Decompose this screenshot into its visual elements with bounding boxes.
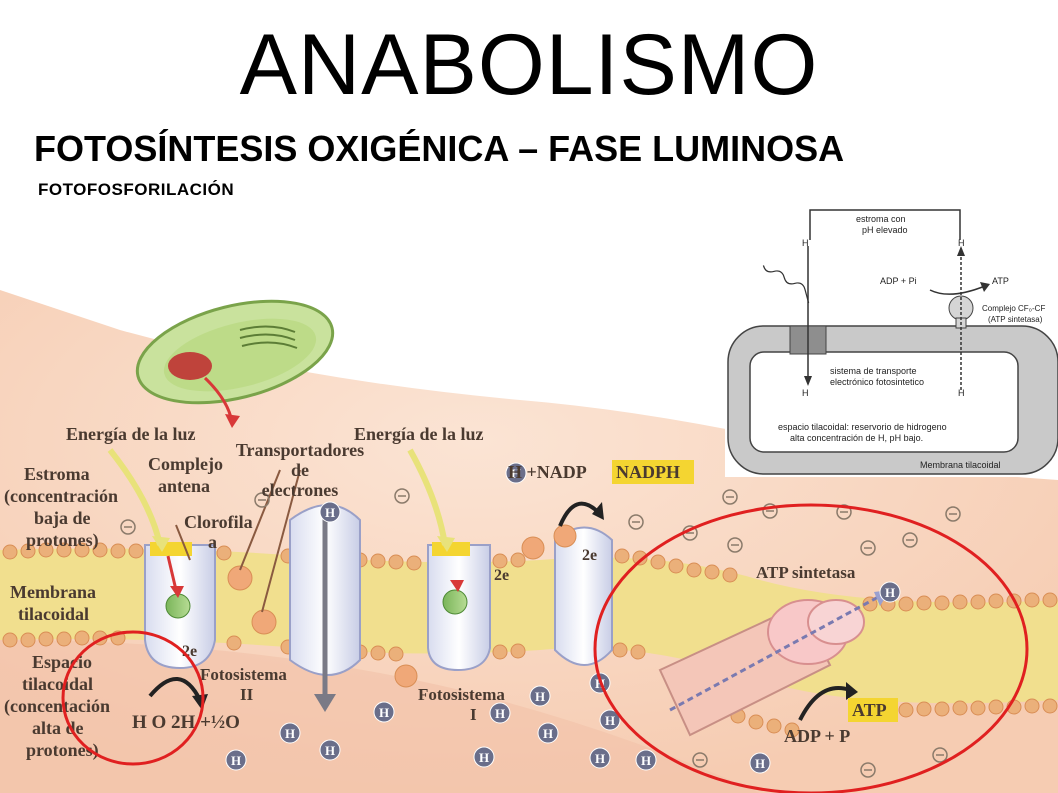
- svg-text:H: H: [802, 388, 809, 398]
- svg-text:a: a: [208, 532, 217, 552]
- highlight-circle-atp-synthase: [593, 503, 1029, 793]
- svg-text:Transportadores: Transportadores: [236, 440, 364, 460]
- svg-text:(concentración: (concentración: [4, 486, 118, 507]
- light-arrow-2: [407, 448, 455, 552]
- page-subtitle: FOTOSÍNTESIS OXIGÉNICA – FASE LUMINOSA: [34, 128, 845, 169]
- svg-text:tilacoidal: tilacoidal: [18, 604, 89, 624]
- svg-text:Fotosistema: Fotosistema: [200, 665, 287, 684]
- minus-charge-lines: [124, 495, 957, 771]
- svg-text:de: de: [291, 460, 309, 480]
- svg-text:tilacoidal: tilacoidal: [22, 674, 93, 694]
- label-energia-luz-1: Energía de la luz: [66, 424, 196, 444]
- label-water-split: H O 2H +½O: [132, 712, 240, 733]
- label-2e-ps1: 2e: [494, 567, 509, 584]
- svg-text:estroma con: estroma con: [856, 214, 906, 224]
- atp-highlight: [848, 698, 898, 722]
- photosystem-i: [394, 542, 491, 688]
- label-atp: ATP: [852, 700, 887, 720]
- lipid-heads-top: [2, 542, 1058, 612]
- svg-text:baja de: baja de: [34, 508, 91, 528]
- svg-text:(concentación: (concentación: [4, 696, 110, 717]
- svg-text:H: H: [802, 238, 809, 248]
- svg-text:H: H: [885, 585, 895, 600]
- svg-text:H: H: [325, 505, 335, 520]
- pointer-line: [175, 524, 191, 561]
- svg-text:H: H: [958, 238, 965, 248]
- svg-text:H: H: [325, 743, 335, 758]
- svg-text:H: H: [595, 751, 605, 766]
- svg-text:H: H: [535, 689, 545, 704]
- svg-text:pH elevado: pH elevado: [862, 225, 908, 235]
- svg-text:protones): protones): [26, 530, 99, 551]
- label-atp-sintetasa: ATP sintetasa: [756, 563, 856, 582]
- label-complejo-antena: Complejo antena: [148, 454, 223, 496]
- svg-text:antena: antena: [158, 476, 210, 496]
- svg-text:Membrana: Membrana: [10, 582, 96, 602]
- svg-text:alta concentración de H, pH ba: alta concentración de H, pH bajo.: [790, 433, 923, 443]
- label-h-nadp: H +NADP: [508, 462, 587, 482]
- inset-diagram: [725, 205, 1058, 477]
- svg-text:electrónico fotosintetico: electrónico fotosintetico: [830, 377, 924, 387]
- svg-text:espacio tilacoidal: reservorio: espacio tilacoidal: reservorio de hidrog…: [778, 422, 947, 432]
- svg-text:Complejo: Complejo: [148, 454, 223, 474]
- svg-text:H: H: [641, 753, 651, 768]
- label-adp-p: ADP + P: [784, 726, 850, 746]
- chloroplast: [135, 299, 335, 428]
- label-clorofila: Clorofila a: [184, 512, 253, 552]
- svg-text:ATP: ATP: [992, 276, 1009, 286]
- light-arrow-1: [107, 448, 170, 552]
- label-espacio: Espacio tilacoidal (concentación alta de…: [4, 652, 110, 761]
- water-arrow: [148, 677, 202, 701]
- cytochrome-complex: [227, 504, 361, 712]
- svg-text:electrones: electrones: [262, 480, 339, 500]
- label-energia-luz-2: Energía de la luz: [354, 424, 484, 444]
- svg-text:I: I: [470, 705, 477, 724]
- svg-text:ADP + Pi: ADP + Pi: [880, 276, 917, 286]
- svg-text:alta de: alta de: [32, 718, 84, 738]
- svg-text:Estroma: Estroma: [24, 464, 90, 484]
- svg-text:H: H: [958, 388, 965, 398]
- pointer-line: [261, 469, 301, 613]
- label-2e-nadp: 2e: [582, 547, 597, 564]
- atp-arrow: [798, 686, 851, 721]
- label-estroma: Estroma (concentración baja de protones): [4, 464, 118, 551]
- pointer-line: [239, 469, 281, 571]
- svg-text:H: H: [511, 466, 521, 481]
- svg-text:H: H: [495, 706, 505, 721]
- svg-text:protones): protones): [26, 740, 99, 761]
- svg-text:Espacio: Espacio: [32, 652, 92, 672]
- svg-text:H: H: [543, 726, 553, 741]
- highlight-circle-water: [61, 630, 205, 766]
- label-fotosistema-ii: Fotosistema II: [200, 665, 287, 704]
- svg-text:H: H: [479, 750, 489, 765]
- label-nadph: NADPH: [616, 462, 680, 482]
- atp-synthase: [658, 590, 890, 737]
- svg-text:H: H: [379, 705, 389, 720]
- svg-text:II: II: [240, 685, 254, 704]
- svg-text:sistema de transporte: sistema de transporte: [830, 366, 917, 376]
- svg-text:H: H: [231, 753, 241, 768]
- svg-text:H: H: [755, 756, 765, 771]
- svg-text:Complejo CF₀-CF: Complejo CF₀-CF: [982, 304, 1045, 313]
- label-fotosistema-i: Fotosistema I: [418, 685, 505, 724]
- svg-text:Clorofila: Clorofila: [184, 512, 253, 532]
- inset-labels: estroma con pH elevado H H ADP + Pi ATP …: [778, 214, 1045, 470]
- nadph-highlight: [612, 460, 694, 484]
- svg-text:Fotosistema: Fotosistema: [418, 685, 505, 704]
- svg-text:(ATP sintetasa): (ATP sintetasa): [988, 315, 1043, 324]
- svg-text:H: H: [605, 713, 615, 728]
- section-label: FOTOFOSFORILACIÓN: [38, 180, 235, 199]
- atp-arrow-head: [846, 682, 858, 700]
- minus-charge-icons: [120, 488, 961, 778]
- label-membrana: Membrana tilacoidal: [10, 582, 96, 624]
- page-title: ANABOLISMO: [239, 17, 819, 113]
- svg-text:Membrana tilacoidal: Membrana tilacoidal: [920, 460, 1001, 470]
- label-transportadores: Transportadores de electrones: [236, 440, 364, 500]
- proton-h-icons: [225, 462, 901, 774]
- svg-text:H: H: [285, 726, 295, 741]
